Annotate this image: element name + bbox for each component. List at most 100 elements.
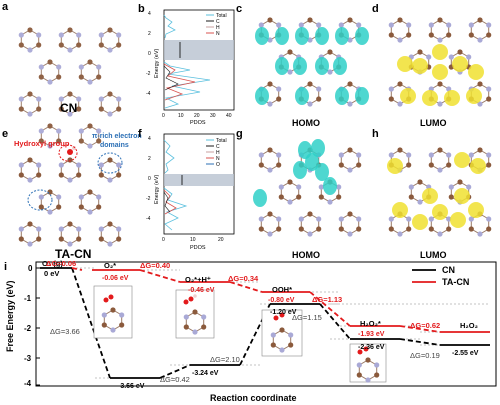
panel-label-b: b [138,3,145,15]
pdos-f-legend-h: H [216,150,220,156]
pdos-b-ytick-1: 4 [148,11,151,17]
cn-delta-1: ΔG=3.66 [50,327,80,336]
pdos-b-legend-h: H [216,25,220,31]
pdos-b-legend-n: N [216,31,220,37]
cn-value-h2o2star: -2.36 eV [358,344,385,351]
pdos-f-ytick-4: -2 [146,196,151,202]
pdos-f-bandgap [164,174,234,186]
tacn-delta-2: ΔG=0.40 [140,261,170,270]
panel-label-d: d [372,3,379,15]
cn-value-ooh: -1.20 eV [270,309,297,316]
panel-label-c: c [236,3,242,15]
energy-legend: CN TA-CN [412,265,469,287]
hydroxyl-hydrogen [72,146,76,150]
tacn-label: TA-CN [55,247,91,261]
tacn-delta-1: ΔG=0.06 [46,259,76,268]
cn-delta-4: ΔG=1.15 [292,313,322,322]
cn-value-h2o2: -2.55 eV [452,350,479,357]
hydroxyl-oxygen [67,149,73,155]
energy-ylabel: Free Energy (eV) [5,280,15,352]
panel-label-i: i [4,261,7,273]
pdos-b-legend: Total C H N [206,13,227,37]
hydroxyl-label: Hydroxyl group [14,139,70,148]
pdos-f-n [163,189,177,215]
panel-f: f 4 2 0 -2 -4 Energy (eV) 0 10 20 PDOS T… [138,128,235,251]
energy-ytick-1: -1 [24,294,32,303]
homo-label-g: HOMO [292,250,320,260]
panel-e: e Hydroxyl group π-rich electron domains… [2,128,142,261]
pdos-b-ytick-2: 2 [148,31,151,37]
tacn-values: -0.06 eV -0.46 eV -0.80 eV -1.93 eV [102,275,385,338]
pi-label-line1: π-rich electron [92,133,142,140]
tacn-value-h2o2star: -1.93 eV [358,331,385,338]
tacn-value-o2star: -0.06 eV [102,275,129,282]
pi-label-line2: domains [100,142,129,149]
tacn-value-ooh: -0.80 eV [268,297,295,304]
pdos-b-total-top [163,14,176,39]
pdos-b-xtick-5: 40 [226,113,232,119]
cn-delta-5: ΔG=0.19 [410,351,440,360]
pdos-b-xtick-3: 20 [194,113,200,119]
tacn-delta-4: ΔG=1.13 [312,295,342,304]
cn-delta-2: ΔG=0.42 [160,375,190,384]
energy-ytick-2: -2 [24,324,32,333]
panel-label-a: a [2,1,9,13]
energy-ytick-4: -4 [24,379,32,388]
species-labels: O₂ (g) 0 eV O₂* O₂*+H⁺ OOH* H₂O₂* H₂O₂ [42,259,478,330]
cn-delta-3: ΔG=2.10 [210,355,240,364]
panel-c: c HOMO [236,3,369,128]
lumo-tacn-orbital [387,147,491,236]
pdos-b-xtick-1: 0 [162,113,165,119]
pdos-b-ytick-4: -2 [146,71,151,77]
cn-values: -3.66 eV -3.24 eV -1.20 eV -2.36 eV -2.5… [118,309,479,390]
tacn-delta-5: ΔG=0.62 [410,321,440,330]
pdos-f-legend-n: N [216,156,220,162]
pdos-f-legend-c: C [216,144,220,150]
species-h2o2star: H₂O₂* [360,319,381,328]
pdos-f-xtick-2: 10 [190,237,196,243]
lumo-label-d: LUMO [420,118,447,128]
pdos-f-legend: Total C H N O [206,138,227,168]
panel-label-e: e [2,128,8,140]
cn-label: CN [60,101,77,115]
cn-value-o2h: -3.24 eV [192,370,219,377]
pdos-f-ytick-2: 2 [148,156,151,162]
pdos-b-legend-total: Total [216,13,227,19]
pdos-f-legend-total: Total [216,138,227,144]
cn-value-o2star: -3.66 eV [118,383,145,390]
pi-domain-circle-1 [97,152,123,174]
tacn-delta-3: ΔG=0.34 [228,274,259,283]
panel-b: b 4 2 0 -2 -4 Energy (eV) 0 10 20 30 40 … [138,3,235,126]
energy-xlabel: Reaction coordinate [210,393,297,403]
pdos-b-legend-c: C [216,19,220,25]
pdos-f-ytick-5: -4 [146,216,151,222]
panel-label-f: f [138,128,142,140]
pdos-f-total-top [163,139,175,174]
homo-label-c: HOMO [292,118,320,128]
panel-label-h: h [372,128,379,140]
panel-a: a CN [2,1,121,149]
pdos-b-c [163,65,179,91]
pdos-f-xlabel: PDOS [190,245,206,251]
cn-deltas: ΔG=3.66 ΔG=0.42 ΔG=2.10 ΔG=1.15 ΔG=0.19 [50,313,440,384]
panel-label-g: g [236,128,243,140]
cn-structure [19,27,122,148]
species-h2o2: H₂O₂ [460,321,478,330]
energy-ytick-3: -3 [24,354,32,363]
lumo-cn-orbital [389,17,492,106]
species-o2star: O₂* [104,261,116,270]
pdos-f-total [163,187,188,231]
panel-i: i 0 -1 -2 -3 -4 Free Energy (eV) Reactio… [4,259,497,403]
pdos-b-n [163,63,196,101]
panel-g: g HOMO [236,128,361,260]
pdos-b-ytick-5: -4 [146,91,151,97]
pdos-f-c [163,191,171,213]
cn-pathway [40,267,490,379]
species-o2h: O₂*+H⁺ [185,275,211,284]
pdos-f-ytick-1: 4 [148,136,151,142]
pdos-f-xtick-1: 0 [162,237,165,243]
tacn-pathway [71,267,490,333]
panel-h: h LUMO [372,128,491,260]
pdos-b-ytick-3: 0 [148,51,151,57]
